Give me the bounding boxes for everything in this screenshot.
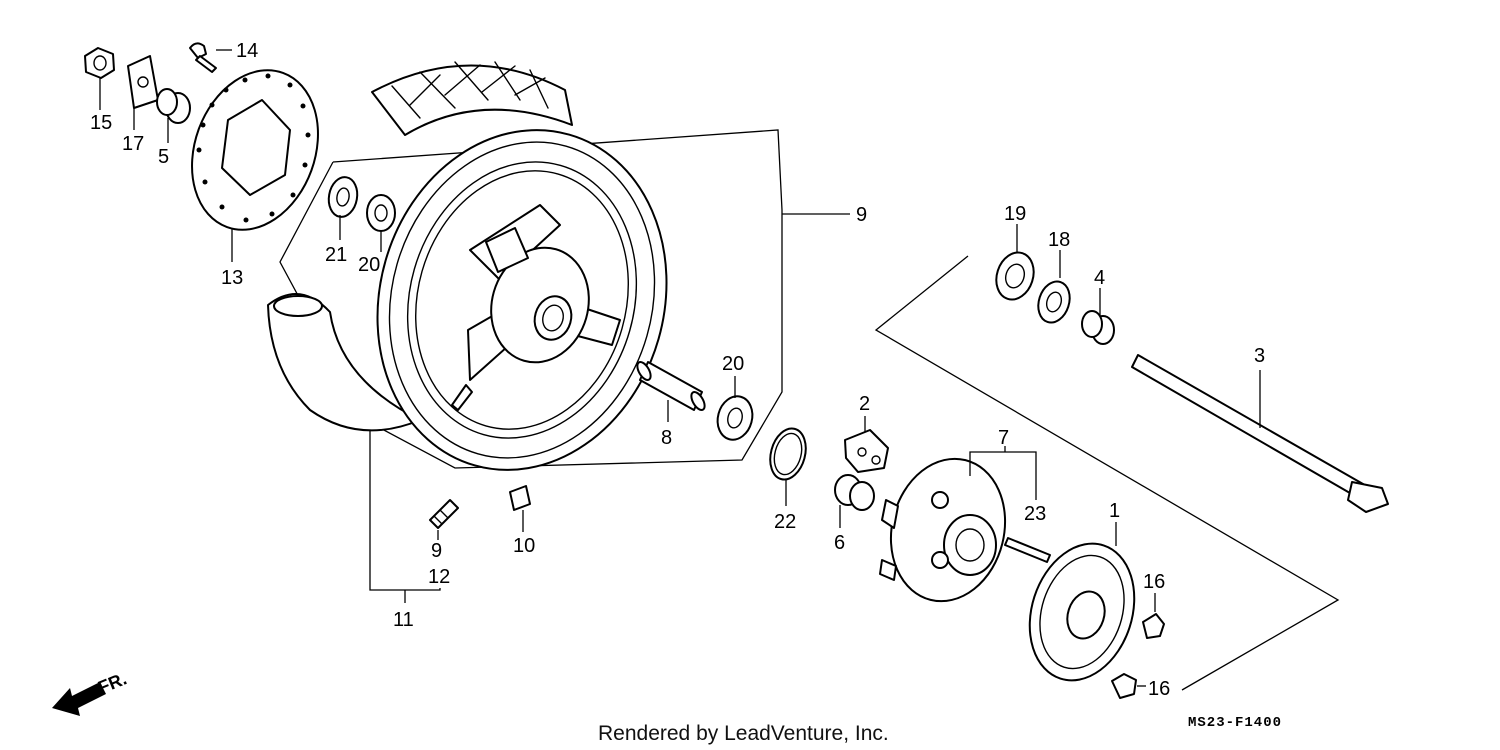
callout-9-valve: 9	[431, 540, 442, 562]
final-driven-sprocket-1	[1028, 542, 1136, 682]
bearing-21	[327, 176, 359, 218]
nut-15	[84, 47, 115, 79]
callout-2: 2	[859, 393, 870, 415]
oil-seal-18	[1037, 280, 1071, 324]
callout-labels: 15 17 5 14 13 21 20 9 8 20 22 2 6 7 23 1…	[90, 40, 1265, 700]
callout-15: 15	[90, 112, 112, 134]
callout-3: 3	[1254, 345, 1265, 367]
callout-10: 10	[513, 535, 535, 557]
callout-19: 19	[1004, 203, 1026, 225]
rear-wheel-rim-9	[376, 129, 668, 471]
callout-8: 8	[661, 427, 672, 449]
nut-16-upper	[1142, 613, 1165, 639]
driven-flange-7	[879, 457, 1007, 603]
plate-17	[127, 55, 159, 109]
front-direction-arrow-icon: FR.	[52, 668, 130, 716]
drawing-code: MS23-F1400	[1188, 715, 1282, 731]
bearing-19	[995, 251, 1035, 301]
front-direction-label: FR.	[95, 668, 129, 697]
render-credit: Rendered by LeadVenture, Inc.	[598, 722, 889, 745]
damper-rubber-2	[844, 429, 889, 473]
callout-18: 18	[1048, 229, 1070, 251]
callout-20-left: 20	[358, 254, 380, 276]
hub-group-outline	[874, 255, 1340, 691]
nut-16-lower	[1111, 673, 1137, 699]
bearing-20-right	[716, 395, 754, 441]
callout-4: 4	[1094, 267, 1105, 289]
callout-16-upper: 16	[1143, 571, 1165, 593]
callout-7: 7	[998, 427, 1009, 449]
callout-23: 23	[1024, 503, 1046, 525]
collar-6	[834, 474, 875, 511]
bolt-14	[189, 42, 217, 73]
callout-14: 14	[236, 40, 258, 62]
collar-4	[1081, 310, 1115, 345]
callout-5: 5	[158, 146, 169, 168]
callout-12: 12	[428, 566, 450, 588]
callout-16-lower: 16	[1148, 678, 1170, 700]
callout-9-wheel: 9	[856, 204, 867, 226]
callout-22: 22	[774, 511, 796, 533]
callout-17: 17	[122, 133, 144, 155]
stud-bolt-23	[1004, 537, 1051, 563]
rear-axle-3	[1131, 354, 1389, 513]
tire-upper-part	[371, 61, 573, 136]
callout-11: 11	[393, 609, 414, 631]
balance-weight-10	[509, 485, 531, 511]
callout-6: 6	[834, 532, 845, 554]
spacer-8	[636, 360, 706, 412]
valve-stem-9	[429, 499, 459, 529]
callout-13: 13	[221, 267, 243, 289]
callout-1: 1	[1109, 500, 1120, 522]
leader-lines	[99, 49, 1261, 687]
callout-20-right: 20	[722, 353, 744, 375]
brake-disc-13	[191, 69, 319, 231]
bearing-20-left	[366, 194, 396, 232]
collar-5	[156, 88, 191, 124]
callout-21: 21	[325, 244, 347, 266]
o-ring-22	[769, 427, 807, 481]
